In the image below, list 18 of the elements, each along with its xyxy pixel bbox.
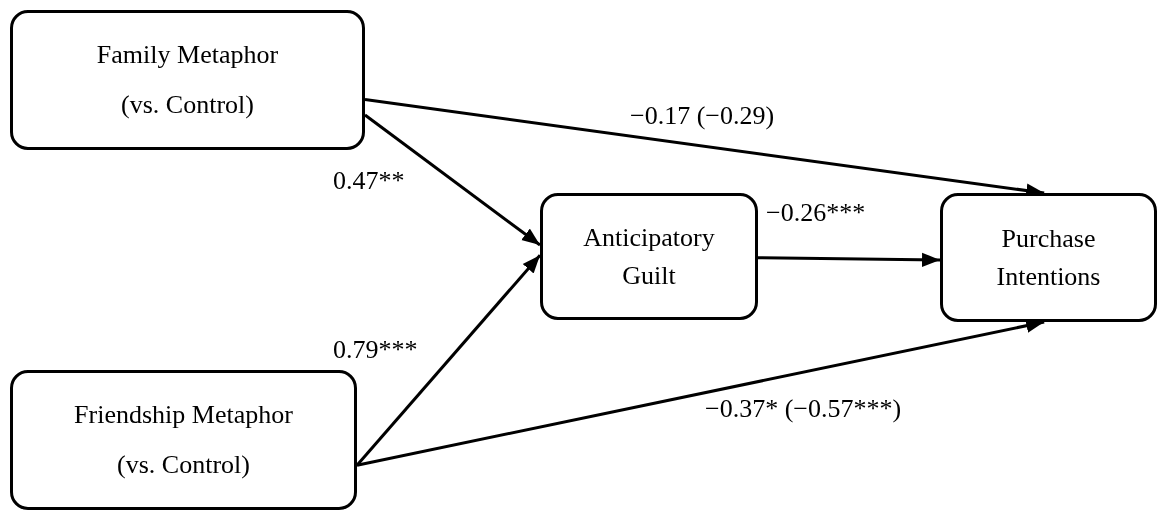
arrow <box>757 252 941 268</box>
variable-box <box>10 370 357 510</box>
variable-label: (vs. Control) <box>121 89 254 121</box>
arrow <box>355 254 542 467</box>
variable-box <box>940 193 1157 322</box>
edge-label: −0.37* (−0.57***) <box>705 396 902 422</box>
variable-label: Anticipatory Guilt <box>582 221 716 292</box>
variable-box <box>540 193 758 320</box>
variable-box <box>10 10 365 150</box>
edge-label: 0.79*** <box>333 337 418 363</box>
edge-label: −0.26*** <box>766 200 866 226</box>
variable-label: Family Metaphor <box>96 39 279 72</box>
arrow <box>364 113 541 247</box>
edge-label: −0.17 (−0.29) <box>630 103 775 129</box>
variable-label: Purchase Intentions <box>995 222 1102 293</box>
variable-label: (vs. Control) <box>117 449 250 481</box>
edge-label: 0.47** <box>333 168 405 194</box>
variable-label: Friendship Metaphor <box>74 399 293 432</box>
